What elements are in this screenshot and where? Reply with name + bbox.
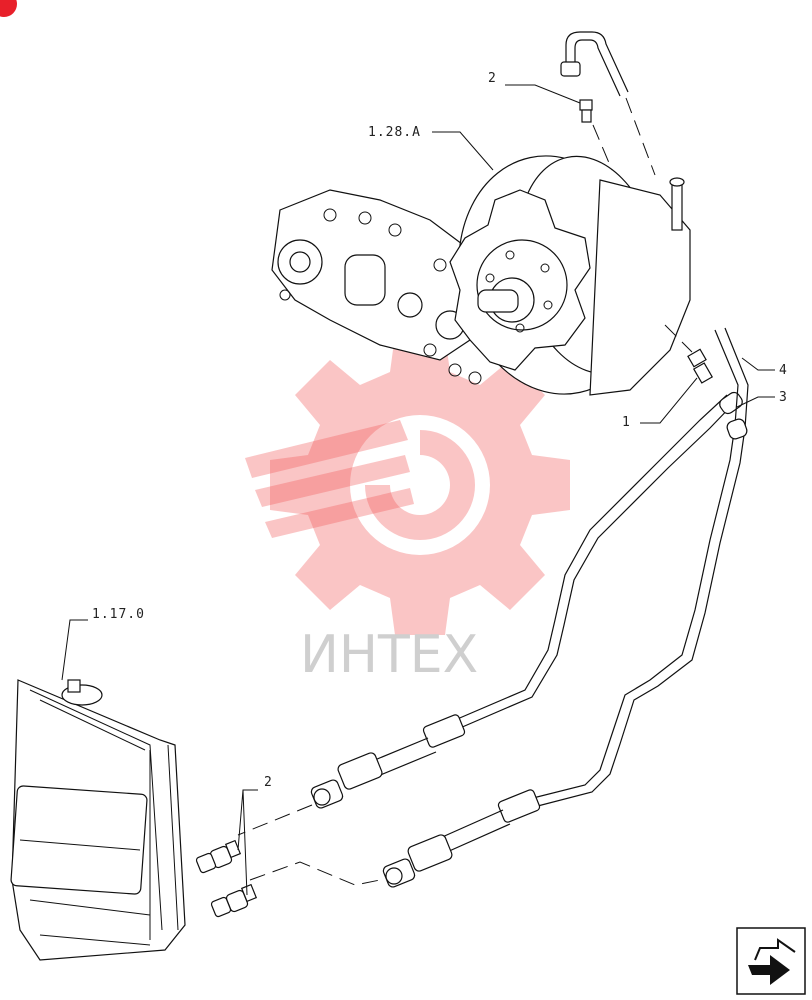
hose-assembly-upper (310, 714, 466, 809)
radiator (10, 679, 186, 961)
label-engine-ref: 1.28.A (368, 125, 421, 140)
leader-3 (736, 396, 775, 408)
watermark-logo (245, 335, 570, 635)
transmission-assembly (271, 155, 691, 396)
label-item-4: 4 (779, 363, 788, 378)
label-item-2-top: 2 (488, 71, 497, 86)
leader-1 (640, 377, 698, 424)
pipe-3 (454, 391, 743, 729)
pipe-4 (524, 327, 749, 809)
label-item-1: 1 (622, 415, 631, 430)
hose-assembly-lower (382, 789, 541, 888)
red-dot-icon (0, 0, 17, 17)
leader-2-bottom (237, 789, 258, 896)
leader-lower (249, 861, 381, 886)
label-item-2-bottom: 2 (264, 775, 273, 790)
watermark-text: ИНТЕХ (300, 625, 478, 685)
leader-1-17-0 (61, 619, 88, 681)
fitting-2-radiator-upper (195, 839, 242, 874)
leader-4 (741, 357, 775, 371)
fitting-2-radiator-lower (210, 883, 258, 918)
top-elbow-pipe (560, 31, 656, 176)
leader-upper (237, 804, 313, 836)
leader-1-28-a (432, 131, 494, 171)
label-radiator-ref: 1.17.0 (92, 607, 145, 622)
next-page-arrow-icon[interactable] (736, 927, 806, 995)
label-item-3: 3 (779, 390, 788, 405)
leader-2-top (505, 84, 581, 104)
fitting-2-top (579, 99, 593, 123)
fitting-1 (664, 324, 714, 384)
